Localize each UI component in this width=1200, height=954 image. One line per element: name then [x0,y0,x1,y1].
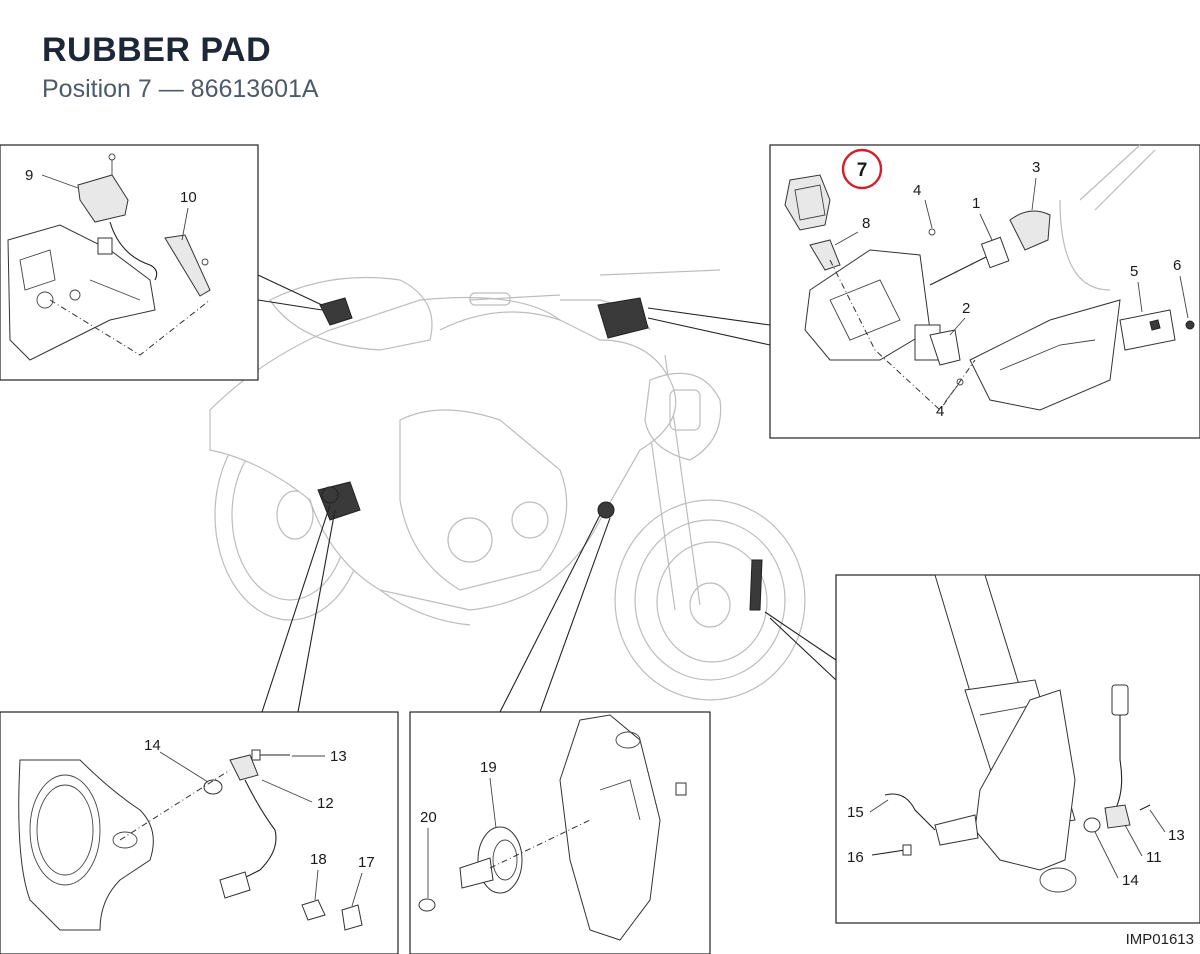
callout-label: 1 [972,195,980,212]
callout-label: 20 [420,809,437,826]
callout-label: 4 [936,403,944,420]
callout-label: 13 [330,748,347,765]
detail-box-bottom-left: 14 13 12 18 17 [0,504,399,954]
callout-label: 9 [25,167,33,184]
detail-box-top-left: 9 10 [0,144,323,381]
detail-box-top-right: 7 4 3 1 8 5 6 2 4 [647,144,1200,439]
header: RUBBER PAD Position 7 — 86613601A [42,30,319,104]
page-title: RUBBER PAD [42,31,272,69]
callout-label: 3 [1032,159,1040,176]
callout-label: 11 [1146,849,1162,866]
callout-label: 2 [962,300,970,317]
callout-label: 14 [1122,872,1139,889]
highlighted-position-label: 7 [857,160,868,181]
page-subtitle: Position 7 — 86613601A [42,75,319,103]
detail-box-bottom-right: 15 16 13 11 14 [764,574,1200,924]
callout-label: 4 [913,182,921,199]
callout-label: 18 [310,851,327,868]
callout-label: 15 [847,804,864,821]
bike-component-markers [317,297,763,611]
image-code: IMP01613 [1125,931,1194,948]
callout-label: 8 [862,215,870,232]
detail-box-bottom-middle: 19 20 [409,514,711,954]
motorcycle-illustration [209,269,806,701]
callout-label: 5 [1130,263,1138,280]
callout-label: 6 [1173,257,1181,274]
highlight-ring [841,148,883,190]
callout-label: 17 [358,854,375,871]
callout-label: 19 [480,759,497,776]
callout-label: 13 [1168,827,1185,844]
callout-label: 14 [144,737,161,754]
callout-label: 12 [317,795,334,812]
callout-label: 10 [180,189,197,206]
callout-label: 16 [847,849,864,866]
